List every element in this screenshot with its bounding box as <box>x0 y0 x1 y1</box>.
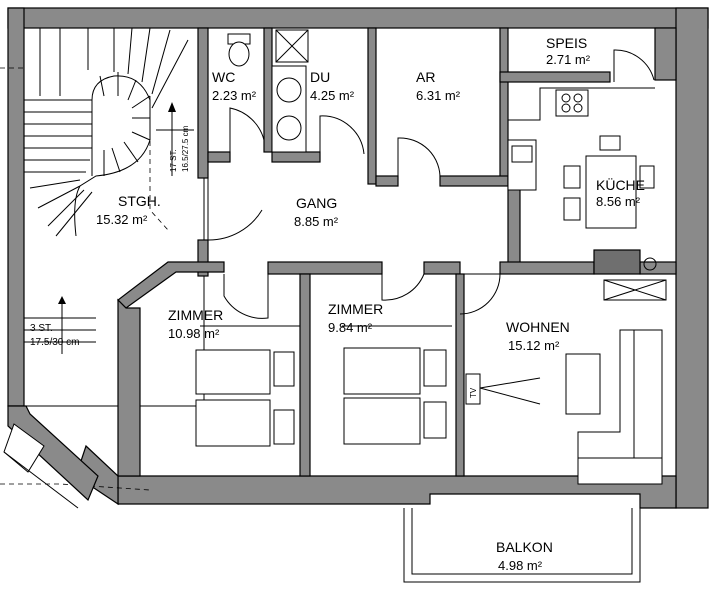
room-ar-name: AR <box>416 69 435 85</box>
balcony <box>403 508 641 583</box>
room-stgh-name: STGH. <box>118 193 161 209</box>
room-balkon-name: BALKON <box>496 539 553 555</box>
room-zimmer1-area: 10.98 m² <box>168 326 220 341</box>
room-labels: WC 2.23 m² DU 4.25 m² AR 6.31 m² SPEIS 2… <box>96 35 645 573</box>
fixtures: TV <box>195 29 667 485</box>
staircase: 17 ST. 16.5/27.5 cm 3 ST. 17.5/30 cm <box>0 27 205 509</box>
interior-walls <box>117 27 677 477</box>
room-zimmer2-name: ZIMMER <box>328 301 383 317</box>
room-kueche-area: 8.56 m² <box>596 194 641 209</box>
stair-upper-dims: 16.5/27.5 cm <box>181 125 190 172</box>
room-wohnen-name: WOHNEN <box>506 319 570 335</box>
room-du-name: DU <box>310 69 330 85</box>
room-speis-area: 2.71 m² <box>546 52 591 67</box>
stair-upper-steps: 17 ST. <box>169 149 178 172</box>
doors <box>207 49 655 319</box>
stair-lower-dims: 17.5/30 cm <box>30 337 79 348</box>
room-speis-name: SPEIS <box>546 35 587 51</box>
room-gang-area: 8.85 m² <box>294 214 339 229</box>
tv-label: TV <box>469 387 478 398</box>
room-balkon-area: 4.98 m² <box>498 558 543 573</box>
stair-lower-steps: 3 ST. <box>30 323 53 334</box>
room-stgh-area: 15.32 m² <box>96 212 148 227</box>
room-du-area: 4.25 m² <box>310 88 355 103</box>
room-zimmer1-name: ZIMMER <box>168 307 223 323</box>
room-gang-name: GANG <box>296 195 337 211</box>
room-wc-area: 2.23 m² <box>212 88 257 103</box>
room-wohnen-area: 15.12 m² <box>508 338 560 353</box>
stair-treads <box>24 27 189 237</box>
room-zimmer2-area: 9.84 m² <box>328 320 373 335</box>
room-wc-name: WC <box>212 69 235 85</box>
room-kueche-name: KÜCHE <box>596 176 645 193</box>
room-ar-area: 6.31 m² <box>416 88 461 103</box>
